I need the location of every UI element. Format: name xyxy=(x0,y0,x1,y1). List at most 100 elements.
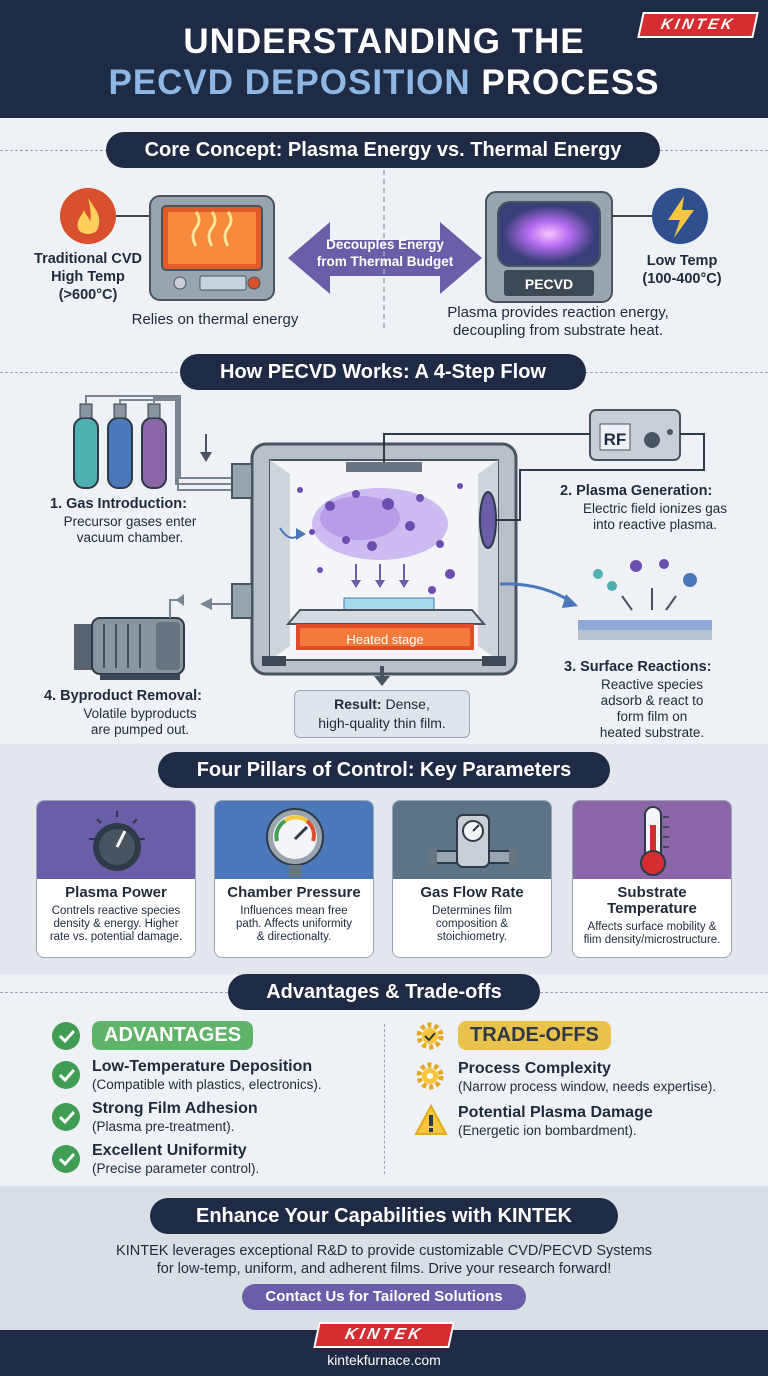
step4-title: 4. Byproduct Removal: xyxy=(44,688,202,704)
pillar-gas-flow-rate: Gas Flow Rate Determines film compositio… xyxy=(392,800,552,958)
step4-desc-line2: are pumped out. xyxy=(90,722,190,737)
core-illustration xyxy=(60,170,708,330)
pillar-desc-line: Influences mean free xyxy=(240,905,348,917)
step2-desc-line2: into reactive plasma. xyxy=(593,517,717,532)
arrow-label-line1: Decouples Energy xyxy=(326,237,444,252)
pillar-desc-line: density & energy. Higher xyxy=(53,918,179,930)
advantage-desc: (Compatible with plastics, electronics). xyxy=(92,1077,322,1092)
check-icon xyxy=(52,1061,80,1089)
pillars-heading: Four Pillars of Control: Key Parameters xyxy=(158,752,610,788)
kintek-logo: KINTEK xyxy=(637,12,759,38)
step1-desc: Precursor gases enter vacuum chamber. xyxy=(40,514,220,546)
cta-heading: Enhance Your Capabilities with KINTEK xyxy=(150,1198,618,1234)
flow-meter-icon xyxy=(429,814,517,868)
pillar-desc-line: composition & xyxy=(435,918,509,930)
result-box: Result: Dense, high-quality thin film. xyxy=(294,690,470,738)
low-temp-line1: Low Temp xyxy=(646,253,718,269)
check-icon xyxy=(52,1103,80,1131)
step2-title: 2. Plasma Generation: xyxy=(560,483,713,499)
step1-title: 1. Gas Introduction: xyxy=(50,496,187,512)
pillar-plasma-power: Plasma Power Contrels reactive species d… xyxy=(36,800,196,958)
page-title-line2: PECVD DEPOSITION PROCESS xyxy=(0,63,768,103)
vacuum-pump-icon xyxy=(74,594,232,680)
step3-title: 3. Surface Reactions: xyxy=(564,659,712,675)
pillar-desc-line: Affects surface mobility & xyxy=(587,921,717,933)
advantage-desc: (Plasma pre-treatment). xyxy=(92,1119,235,1134)
rf-label: RF xyxy=(603,430,627,449)
pressure-gauge-icon xyxy=(266,808,324,877)
step4-desc-line1: Volatile byproducts xyxy=(83,706,197,721)
pillar-desc-line: rate vs. potential damage. xyxy=(49,931,183,943)
footer-url[interactable]: kintekfurnace.com xyxy=(327,1352,441,1368)
pillar-top xyxy=(215,801,373,879)
cvd-label-line3: (>600°C) xyxy=(58,287,118,303)
pecvd-caption: Plasma provides reaction energy, decoupl… xyxy=(408,304,708,340)
tradeoff-desc: (Energetic ion bombardment). xyxy=(458,1123,637,1138)
pillar-top xyxy=(393,801,551,879)
pillar-desc-line: & directionalty. xyxy=(256,931,332,943)
cvd-label: Traditional CVD High Temp (>600°C) xyxy=(20,250,156,304)
warning-icon xyxy=(414,1104,448,1135)
pillar-title: Chamber Pressure xyxy=(227,884,361,901)
plasma-glow xyxy=(503,206,595,262)
check-icon xyxy=(52,1145,80,1173)
tradeoffs-tag: TRADE-OFFS xyxy=(458,1021,611,1050)
low-temp-label: Low Temp (100-400°C) xyxy=(622,252,742,288)
step4-desc: Volatile byproducts are pumped out. xyxy=(40,706,240,738)
footer-kintek-logo: KINTEK xyxy=(313,1322,455,1348)
column-divider xyxy=(384,1024,385,1174)
heated-stage-label: Heated stage xyxy=(346,632,424,647)
title-highlight: PECVD DEPOSITION xyxy=(108,63,471,102)
check-icon xyxy=(52,1022,80,1050)
pillar-top xyxy=(573,801,731,879)
advantages-tag: ADVANTAGES xyxy=(92,1021,254,1050)
step3-desc-line2: adsorb & react to xyxy=(600,693,704,708)
cvd-label-line1: Traditional CVD xyxy=(34,251,142,267)
pillar-desc-line: Contrels reactive species xyxy=(51,905,181,917)
step2-desc-line1: Electric field ionizes gas xyxy=(582,501,728,516)
advantage-title: Strong Film Adhesion xyxy=(92,1100,258,1117)
gas-cylinders-icon xyxy=(73,395,232,491)
pillar-top xyxy=(37,801,195,879)
tradeoffs-heading: Advantages & Trade-offs xyxy=(228,974,540,1010)
flow-diagram xyxy=(73,395,712,686)
surface-reaction-icon xyxy=(578,559,712,640)
core-heading: Core Concept: Plasma Energy vs. Thermal … xyxy=(106,132,660,168)
step3-desc-line3: form film on xyxy=(616,709,688,724)
contact-button[interactable]: Contact Us for Tailored Solutions xyxy=(242,1284,526,1310)
step3-desc-line4: heated substrate. xyxy=(599,725,705,740)
low-temp-line2: (100-400°C) xyxy=(642,271,722,287)
pillar-desc-line: path. Affects uniformity xyxy=(235,918,353,930)
cvd-label-line2: High Temp xyxy=(51,269,125,285)
gear-check-icon xyxy=(416,1022,444,1050)
thermometer-icon xyxy=(640,806,669,876)
pillar-substrate-temperature: Substrate Temperature Affects surface mo… xyxy=(572,800,732,958)
tradeoff-title: Potential Plasma Damage xyxy=(458,1104,653,1121)
pillar-desc-line: Determines film xyxy=(432,905,512,917)
cta-body-line1: KINTEK leverages exceptional R&D to prov… xyxy=(116,1243,652,1259)
pillar-desc-line: stoichiometry. xyxy=(436,931,508,943)
tradeoff-desc: (Narrow process window, needs expertise)… xyxy=(458,1079,717,1094)
fire-icon xyxy=(60,188,116,244)
pecvd-caption-line1: Plasma provides reaction energy, xyxy=(447,304,669,321)
advantage-title: Low-Temperature Deposition xyxy=(92,1058,313,1075)
pillar-desc: Contrels reactive species density & ener… xyxy=(37,905,195,944)
step3-desc: Reactive species adsorb & react to form … xyxy=(562,677,742,741)
pillar-title: Gas Flow Rate xyxy=(420,884,524,901)
result-rest: Dense, xyxy=(381,696,430,712)
gear-icon xyxy=(416,1062,444,1090)
pillar-desc: Influences mean free path. Affects unifo… xyxy=(215,905,373,944)
pecvd-device-label: PECVD xyxy=(524,276,574,292)
step1-desc-line1: Precursor gases enter xyxy=(63,514,197,529)
pecvd-caption-line2: decoupling from substrate heat. xyxy=(452,322,664,339)
pillar-desc: Affects surface mobility & flim density/… xyxy=(573,921,731,947)
pillar-title: Substrate Temperature xyxy=(607,884,697,917)
step3-desc-line1: Reactive species xyxy=(600,677,704,692)
page-title-line1: UNDERSTANDING THE xyxy=(183,22,585,61)
arrow-label: Decouples Energy from Thermal Budget xyxy=(300,236,470,270)
pillar-desc-line: flim density/microstructure. xyxy=(583,934,721,946)
cvd-caption: Relies on thermal energy xyxy=(131,311,299,328)
step1-desc-line2: vacuum chamber. xyxy=(76,530,184,545)
step2-desc: Electric field ionizes gas into reactive… xyxy=(550,501,760,533)
title-rest: PROCESS xyxy=(481,63,660,102)
